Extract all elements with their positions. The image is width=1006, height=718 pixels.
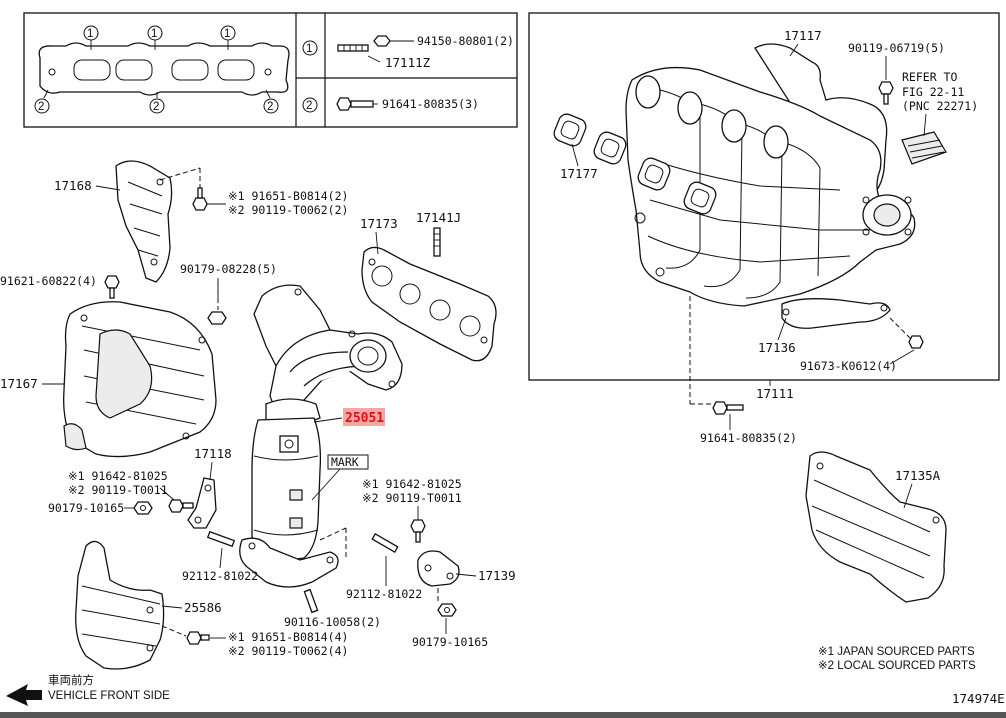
part-90116-10058: 90116-10058(2) — [284, 615, 381, 629]
gasket-marker-1c: 1 — [220, 25, 236, 41]
part-90179-08228: 90179-08228(5) — [180, 262, 277, 276]
note-japan-sourced: ※1 JAPAN SOURCED PARTS — [818, 646, 975, 658]
svg-text:1: 1 — [87, 28, 93, 40]
refer-line3: (PNC 22271) — [902, 99, 978, 113]
part-92112-81022-left: 92112-81022 — [182, 569, 258, 583]
part-90119-T0062-4: ※2 90119-T0062(4) — [228, 644, 348, 658]
intake-manifold-drawing — [553, 43, 947, 415]
exhaust-gasket-drawing — [38, 40, 290, 99]
part-17111Z: 17111Z — [385, 55, 431, 70]
refer-line2: FIG 22-11 — [902, 85, 964, 99]
part-17141J: 17141J — [416, 210, 461, 225]
bracket-17139-drawing — [417, 550, 460, 587]
gasket-marker-1a: 1 — [83, 25, 99, 41]
svg-text:2: 2 — [267, 101, 273, 113]
part-91621-60822: 91621-60822(4) — [0, 274, 97, 288]
part-17135A: 17135A — [895, 468, 941, 483]
gasket-marker-2c: 2 — [263, 98, 279, 114]
gasket-marker-2a: 2 — [34, 98, 50, 114]
svg-text:2: 2 — [306, 100, 312, 112]
part-90119-T0062-2: ※2 90119-T0062(2) — [228, 203, 348, 217]
part-91651-B0814-4: ※1 91651-B0814(4) — [228, 630, 348, 644]
part-91642-81025-left: ※1 91642-81025 — [68, 469, 168, 483]
part-17139: 17139 — [478, 568, 516, 583]
part-25051-highlight — [343, 408, 385, 426]
part-91673-K0612: 91673-K0612(4) — [800, 359, 897, 373]
row2-marker: 2 — [302, 97, 318, 113]
legend-table: 1 1 1 2 2 2 1 2 94150-80801(2) 17111Z 91… — [23, 12, 518, 128]
bracket-17118-drawing — [187, 477, 217, 529]
part-92112-81022-right: 92112-81022 — [346, 587, 422, 601]
part-90119-T0011-left: ※2 90119-T0011 — [68, 483, 168, 497]
svg-text:2: 2 — [153, 101, 159, 113]
heat-insulator-lower-drawing — [75, 540, 165, 670]
part-25051: 25051 — [345, 411, 384, 426]
part-90119-T0011-right: ※2 90119-T0011 — [362, 491, 462, 505]
vehicle-front-jp: 車両前方 — [48, 673, 94, 687]
stud-17141J-icon — [433, 227, 441, 257]
part-17167: 17167 — [0, 376, 38, 391]
heat-insulator-main-drawing — [63, 301, 217, 458]
part-17177: 17177 — [560, 166, 598, 181]
heat-insulator-upper-drawing — [115, 160, 173, 283]
row1-marker: 1 — [302, 40, 318, 56]
stud-bolt-icon — [337, 35, 391, 52]
gasket-marker-2b: 2 — [149, 98, 165, 114]
bolt-90116-icon — [303, 588, 319, 614]
svg-text:1: 1 — [224, 28, 230, 40]
part-91641-80835-3: 91641-80835(3) — [382, 97, 479, 111]
exhaust-manifold-drawing — [239, 284, 403, 588]
part-94150-80801: 94150-80801(2) — [417, 34, 514, 48]
mark-callout-box — [327, 454, 369, 470]
flange-bolt-icon — [336, 97, 374, 111]
vehicle-front-arrow — [6, 684, 42, 706]
svg-text:1: 1 — [151, 28, 157, 40]
vehicle-front-en: VEHICLE FRONT SIDE — [48, 690, 170, 702]
part-17168: 17168 — [54, 178, 92, 193]
exhaust-gasket-17173-drawing — [361, 246, 497, 362]
part-90179-10165-left: 90179-10165 — [48, 501, 124, 515]
part-17117: 17117 — [784, 28, 822, 43]
part-17118: 17118 — [194, 446, 232, 461]
part-91641-80835-2: 91641-80835(2) — [700, 431, 797, 445]
svg-text:2: 2 — [38, 101, 44, 113]
part-91651-B0814-2: ※1 91651-B0814(2) — [228, 189, 348, 203]
figure-id: 174974E — [952, 691, 1005, 706]
part-91642-81025-right: ※1 91642-81025 — [362, 477, 462, 491]
svg-text:1: 1 — [306, 43, 312, 55]
part-17111: 17111 — [756, 386, 794, 401]
intake-manifold-frame — [528, 12, 1000, 381]
part-90119-06719: 90119-06719(5) — [848, 41, 945, 55]
part-25586: 25586 — [184, 600, 222, 615]
part-17173: 17173 — [360, 216, 398, 231]
note-local-sourced: ※2 LOCAL SOURCED PARTS — [818, 660, 976, 672]
gasket-marker-1b: 1 — [147, 25, 163, 41]
bottom-border — [0, 712, 1006, 718]
refer-line1: REFER TO — [902, 70, 957, 84]
stud-92112-left-icon — [206, 530, 236, 548]
part-17136: 17136 — [758, 340, 796, 355]
stud-92112-right-icon — [371, 533, 399, 553]
insulator-17135A-drawing — [805, 451, 947, 603]
part-90179-10165-bottom: 90179-10165 — [412, 635, 488, 649]
mark-label: MARK — [331, 455, 359, 469]
